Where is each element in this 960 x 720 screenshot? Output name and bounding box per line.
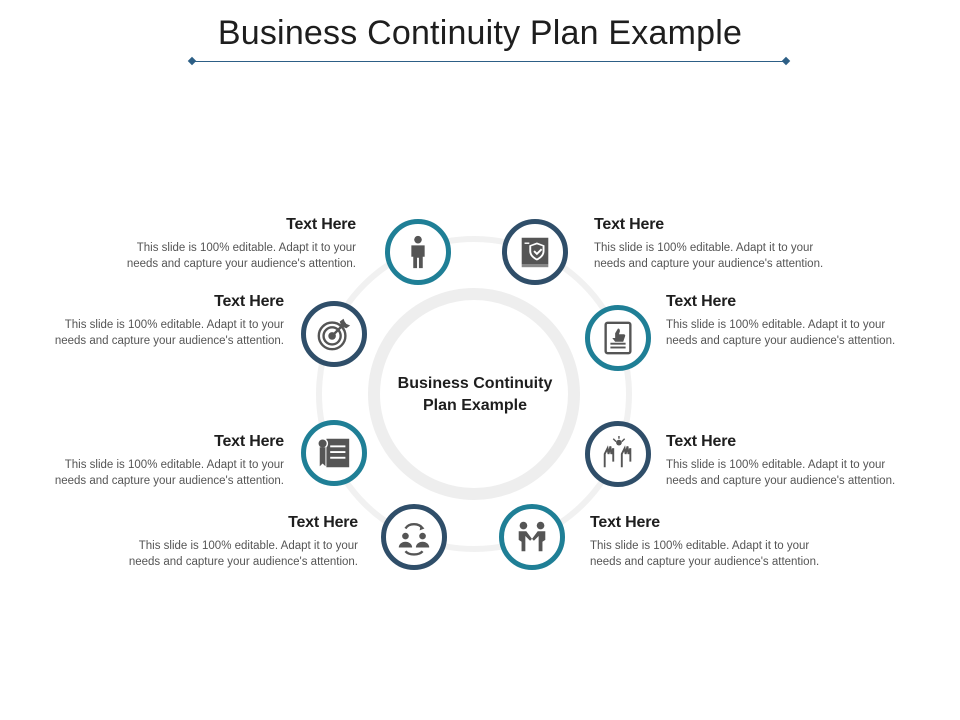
item-6-desc-line2: needs and capture your audience's attent… <box>666 335 896 347</box>
item-6-desc-line1: This slide is 100% editable. Adapt it to… <box>666 319 886 331</box>
item-3-heading: Text Here <box>214 433 284 450</box>
item-3-desc-line1: This slide is 100% editable. Adapt it to… <box>64 459 284 471</box>
item-8-heading: Text Here <box>590 514 660 531</box>
item-8-desc-line2: needs and capture your audience's attent… <box>590 556 820 568</box>
node-6 <box>585 305 651 371</box>
handshake-people-icon <box>518 521 546 552</box>
thumbs-up-document-icon <box>604 321 632 355</box>
item-3-desc-line2: needs and capture your audience's attent… <box>54 475 284 487</box>
item-5-label: Text Here This slide is 100% editable. A… <box>594 216 874 272</box>
item-4-label: Text Here This slide is 100% editable. A… <box>78 514 358 570</box>
raised-hands-icon <box>603 435 632 468</box>
item-6-label: Text Here This slide is 100% editable. A… <box>666 293 946 349</box>
node-1 <box>385 219 451 285</box>
item-7-heading: Text Here <box>666 433 736 450</box>
node-8 <box>499 504 565 570</box>
center-label-line2: Plan Example <box>422 397 528 414</box>
item-5-desc-line2: needs and capture your audience's attent… <box>594 258 824 270</box>
node-3 <box>301 420 367 486</box>
item-1-heading: Text Here <box>286 216 356 233</box>
item-2-heading: Text Here <box>214 293 284 310</box>
node-4 <box>381 504 447 570</box>
outer-ring <box>316 236 632 552</box>
title-underline <box>192 61 786 62</box>
item-3-label: Text Here This slide is 100% editable. A… <box>4 433 284 489</box>
title-underline-left-dot <box>187 56 197 66</box>
item-5-desc-line1: This slide is 100% editable. Adapt it to… <box>594 242 814 254</box>
center-label: Business Continuity Plan Example <box>374 373 576 417</box>
target-icon <box>317 318 351 351</box>
person-icon <box>411 235 425 269</box>
item-2-desc-line1: This slide is 100% editable. Adapt it to… <box>64 319 284 331</box>
node-5 <box>502 219 568 285</box>
center-label-line1: Business Continuity <box>397 375 553 392</box>
item-1-desc-line2: needs and capture your audience's attent… <box>126 258 356 270</box>
item-5-heading: Text Here <box>594 216 664 233</box>
page-title: Business Continuity Plan Example <box>217 14 743 52</box>
item-8-label: Text Here This slide is 100% editable. A… <box>590 514 870 570</box>
item-1-label: Text Here This slide is 100% editable. A… <box>76 216 356 272</box>
item-7-label: Text Here This slide is 100% editable. A… <box>666 433 946 489</box>
title-underline-right-dot <box>781 56 791 66</box>
item-4-desc-line2: needs and capture your audience's attent… <box>128 556 358 568</box>
people-exchange-icon <box>398 523 430 556</box>
node-7 <box>585 421 651 487</box>
certificate-icon <box>317 438 350 468</box>
node-2 <box>301 301 367 367</box>
item-4-desc-line1: This slide is 100% editable. Adapt it to… <box>138 540 358 552</box>
item-6-heading: Text Here <box>666 293 736 310</box>
item-7-desc-line1: This slide is 100% editable. Adapt it to… <box>666 459 886 471</box>
item-4-heading: Text Here <box>288 514 358 531</box>
item-8-desc-line1: This slide is 100% editable. Adapt it to… <box>590 540 810 552</box>
item-1-desc-line1: This slide is 100% editable. Adapt it to… <box>136 242 356 254</box>
item-2-desc-line2: needs and capture your audience's attent… <box>54 335 284 347</box>
item-7-desc-line2: needs and capture your audience's attent… <box>666 475 896 487</box>
item-2-label: Text Here This slide is 100% editable. A… <box>4 293 284 349</box>
shield-book-icon <box>521 237 549 268</box>
